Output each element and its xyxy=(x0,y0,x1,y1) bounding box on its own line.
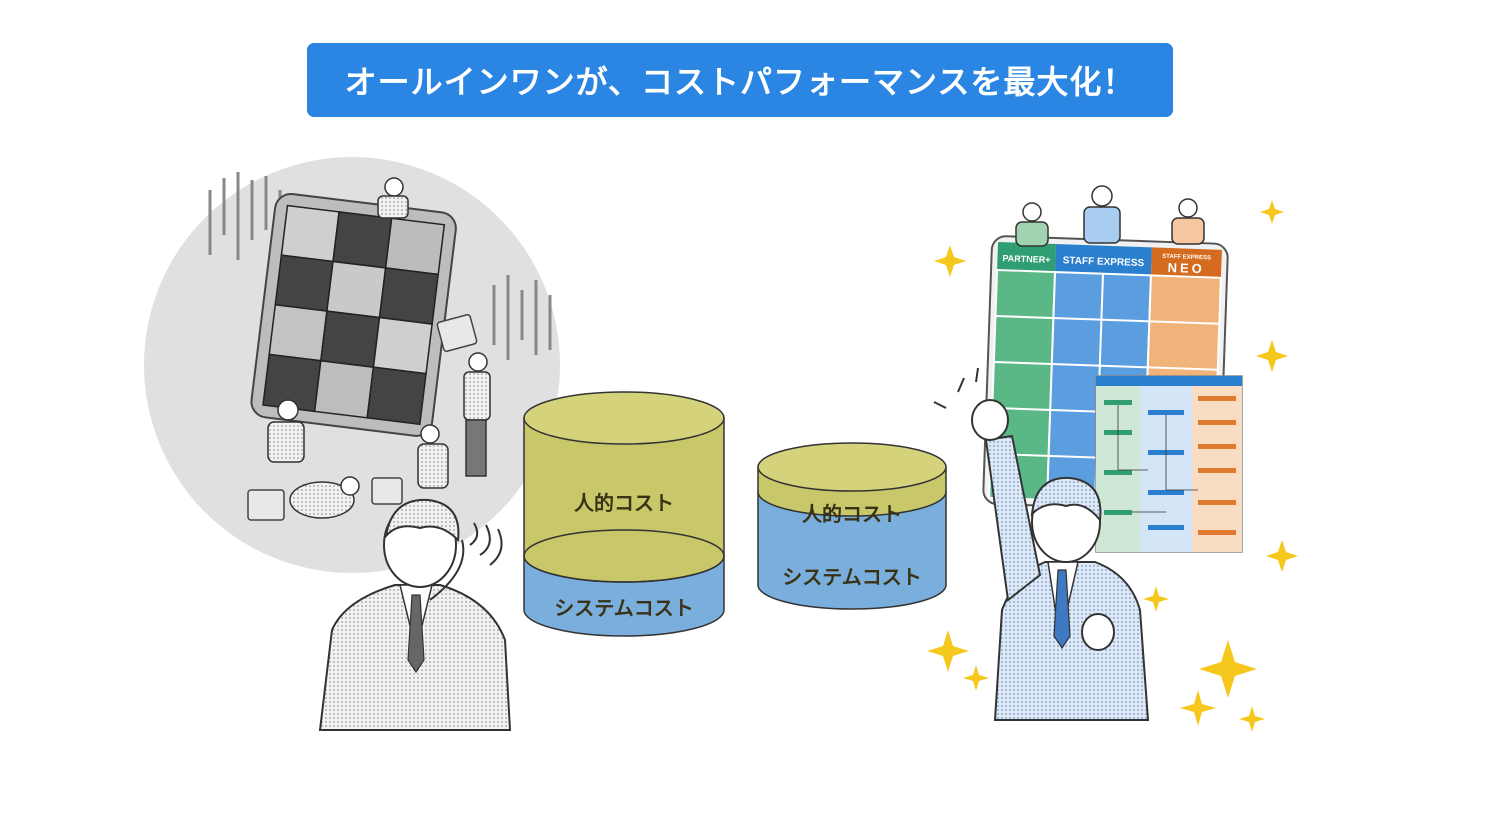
worker-woman xyxy=(417,424,449,489)
colleagues-on-board xyxy=(1015,185,1205,247)
human-cost-label: 人的コスト xyxy=(802,502,902,526)
system-cost-label: システムコスト xyxy=(554,596,693,620)
loose-puzzle-pieces xyxy=(247,314,478,521)
broken-puzzle-tablet xyxy=(250,192,457,437)
staff-express-label: STAFF EXPRESS xyxy=(1062,255,1144,269)
neo-subtitle: STAFF EXPRESS xyxy=(1162,254,1211,262)
left-scene xyxy=(144,157,560,731)
cost-cylinder-after: 人的コスト システムコスト xyxy=(757,442,947,610)
raised-fist xyxy=(971,399,1009,441)
worried-businessman xyxy=(318,498,512,731)
sparkles xyxy=(927,200,1298,732)
headline-banner: オールインワンが、コストパフォーマンスを最大化！ xyxy=(307,43,1173,117)
column-header-neo xyxy=(1150,247,1222,278)
headline-text: オールインワンが、コストパフォーマンスを最大化！ xyxy=(344,63,1136,101)
column-header-partner xyxy=(997,242,1057,273)
right-scene: PARTNER+ STAFF EXPRESS STAFF EXPRESS NEO xyxy=(927,185,1298,732)
worker-top xyxy=(377,177,409,219)
flowchart-card xyxy=(1095,375,1243,553)
cylinder-top xyxy=(523,391,725,445)
cost-cylinder-before: 人的コスト システムコスト xyxy=(523,391,725,637)
worker-kneeling xyxy=(289,476,360,519)
partner-label: PARTNER+ xyxy=(1002,253,1050,265)
neo-label: NEO xyxy=(1167,260,1205,276)
worker-sitting-left xyxy=(267,399,305,463)
system-cost-segment xyxy=(757,491,947,610)
column-header-staff-express xyxy=(1055,244,1152,276)
system-cost-label: システムコスト xyxy=(782,565,921,589)
human-cost-label: 人的コスト xyxy=(574,491,674,515)
cylinder-top xyxy=(757,442,947,492)
worker-right xyxy=(463,352,491,477)
happy-businessman xyxy=(933,367,1150,721)
